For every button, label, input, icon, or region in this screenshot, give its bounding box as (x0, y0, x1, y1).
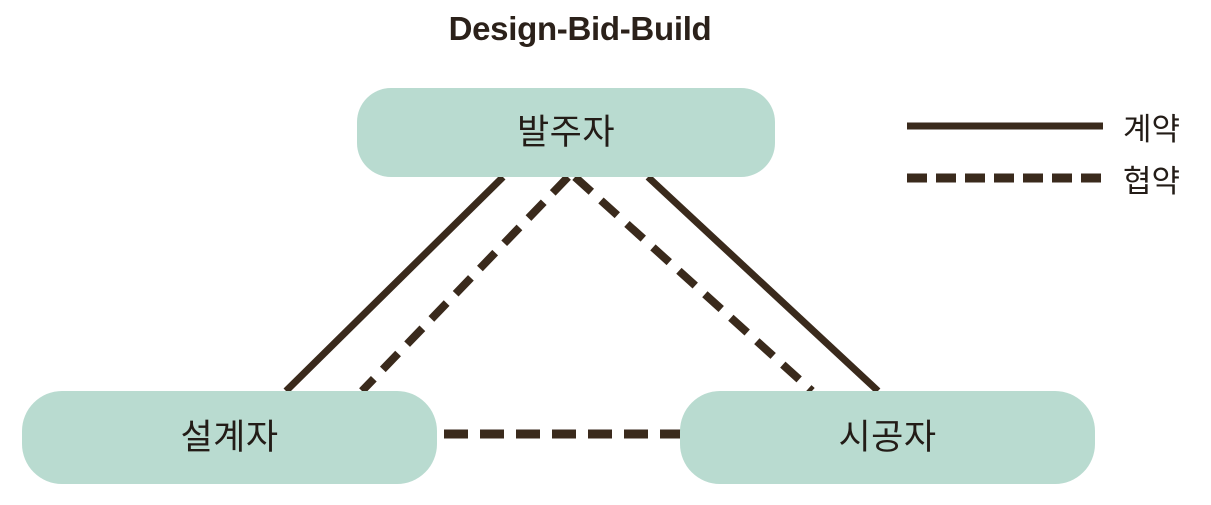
legend-dashed-line-icon (907, 173, 1103, 183)
legend-solid-line-icon (907, 122, 1103, 130)
legend: 계약 협약 (905, 100, 1205, 204)
edge-owner-constructor-dashed (572, 174, 815, 394)
edge-owner-designer-solid (283, 174, 506, 394)
node-owner-label: 발주자 (516, 113, 616, 152)
legend-label-agreement: 협약 (1123, 163, 1181, 199)
edge-owner-constructor-solid (645, 174, 881, 394)
node-owner[interactable]: 발주자 (357, 88, 775, 177)
diagram-title: Design-Bid-Build (448, 10, 712, 47)
legend-item-agreement: 협약 (905, 152, 1205, 204)
legend-label-contract: 계약 (1123, 111, 1181, 147)
node-constructor-label: 시공자 (838, 418, 937, 457)
node-designer-label: 설계자 (180, 418, 279, 457)
edge-owner-designer-dashed (359, 174, 571, 394)
node-designer[interactable]: 설계자 (22, 391, 437, 484)
node-constructor[interactable]: 시공자 (680, 391, 1095, 484)
legend-item-contract: 계약 (905, 100, 1205, 152)
